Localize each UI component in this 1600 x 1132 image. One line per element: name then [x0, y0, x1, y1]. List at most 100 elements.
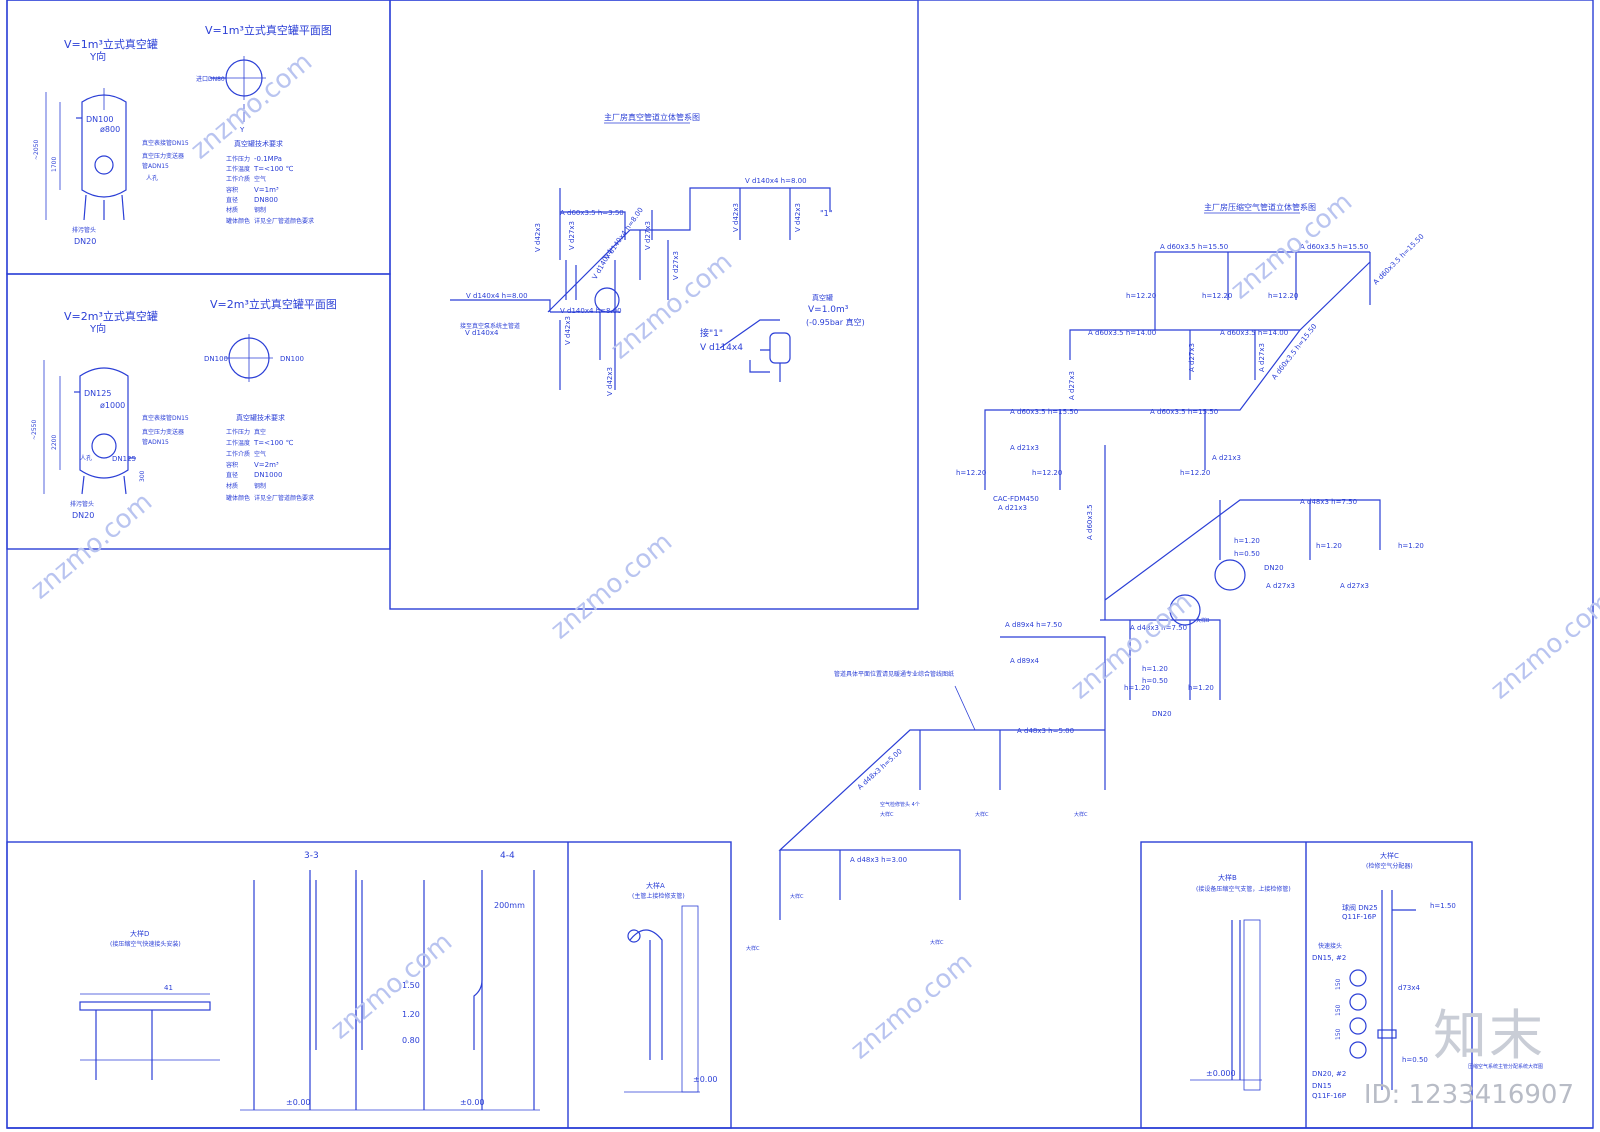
vacuum-branch: V d114x4: [700, 343, 743, 353]
vacuum-label-9: V d27x3: [644, 221, 652, 250]
vacuum-label-8: V d27x3: [568, 221, 576, 250]
tank1-n-press: 真空压力变送器: [142, 152, 184, 160]
tank2-vessel: [43, 360, 136, 495]
detail-d-sub: (接压缩空气快速接头安装): [110, 940, 181, 948]
watermark-5: znzmo.com: [845, 947, 978, 1065]
air-label-22: A d27x3: [1266, 582, 1295, 590]
air-label-10: A d48x3 h=7.50: [1130, 624, 1187, 632]
tank2-nozzle-side: DN125: [112, 455, 136, 463]
tank1-tech-6-k: 罐体颜色: [226, 217, 250, 225]
tank1-tech-6-v: 详见全厂管道颜色要求: [254, 217, 314, 225]
detail-c-dim-1: 150: [1335, 1004, 1342, 1016]
vacuum-connect: 接"1": [700, 327, 723, 339]
tank2-tech-1-k: 工作温度: [226, 439, 250, 447]
tank2-dim-body: 2200: [51, 435, 58, 450]
air-ref-2: 大样C: [1074, 811, 1088, 818]
tank2-dim-leg: 300: [139, 470, 146, 482]
tank2-tech-6-k: 罐体颜色: [226, 494, 250, 502]
tank1-tech-2-v: 空气: [254, 175, 266, 183]
tank2-tech-6-v: 详见全厂管道颜色要求: [254, 494, 314, 502]
tank1-tech-0-k: 工作压力: [226, 155, 250, 163]
air-h-9: h=1.20: [1398, 542, 1424, 550]
detail-d-title: 大样D: [130, 929, 149, 938]
air-label-9: A d89x4 h=7.50: [1005, 621, 1062, 629]
tank2-elev-title: V=2m³立式真空罐: [64, 309, 158, 323]
detail-c-item-8: h=1.50: [1430, 902, 1456, 910]
tank1-tech-5-k: 材质: [226, 206, 238, 214]
air-h-5: h=12.20: [1180, 469, 1210, 477]
tank1-tech-table: 工作压力 -0.1MPa 工作温度 T=<100 ℃ 工作介质 空气 容积 V=…: [226, 155, 314, 225]
detail-b-sub: (接设备压缩空气支管，上接检修管): [1196, 885, 1291, 893]
details-left-frame: [6, 841, 732, 1129]
air-h-13: h=1.20: [1124, 684, 1150, 692]
air-label-4: A d60x3.5 h=14.00: [1220, 329, 1288, 337]
detail-b-title: 大样B: [1218, 873, 1237, 882]
section-drawings: [240, 870, 540, 1111]
air-label-12: A d48x3 h=5.00: [856, 747, 904, 791]
section-44: 4-4: [500, 851, 515, 861]
tank1-tech-5-v: 钢制: [254, 206, 266, 214]
tank2-manhole: [91, 433, 117, 459]
vacuum-piping: [450, 187, 831, 390]
air-h-8: h=1.20: [1316, 542, 1342, 550]
tank1-panel: V=1m³立式真空罐 Y向 DN100 ø800 真空表接管DN15 真空压力变…: [6, 0, 391, 275]
vacuum-label-6: V d42x3: [534, 223, 542, 252]
tank1-tech-3-v: V=1m³: [254, 186, 279, 194]
tank2-tech-2-k: 工作介质: [226, 450, 250, 458]
detail-c-item-5: DN20, #2: [1312, 1070, 1346, 1078]
detail-a-sub: (主管上接检修支管): [632, 892, 685, 900]
detail-c-drawing: [1349, 890, 1416, 1090]
vacuum-label-4: V d140x4: [465, 329, 499, 337]
tank2-tech-table: 工作压力 真空 工作温度 T=<100 ℃ 工作介质 空气 容积 V=2m³ 直…: [226, 428, 314, 502]
vacuum-label-3: A d60x3.5 h=3.50: [560, 209, 624, 217]
section-33: 3-3: [304, 851, 319, 861]
air-h-2: h=12.20: [1268, 292, 1298, 300]
detail-c-dim-0: 150: [1335, 978, 1342, 990]
detail-c-item-0: 球阀 DN25: [1342, 903, 1378, 912]
air-label-11: A d48x3 h=5.00: [1017, 727, 1074, 735]
tank2-tech-1-v: T=<100 ℃: [253, 439, 294, 447]
detail-a-wall: [681, 905, 699, 1093]
tank2-n-press2: 管ADN15: [142, 438, 169, 446]
detail-c-item-3: DN15, #2: [1312, 954, 1346, 962]
air-label-18: A d27x3: [1258, 343, 1266, 372]
air-h-12: h=1.20: [1188, 684, 1214, 692]
detail-d-dim: 41: [164, 984, 173, 992]
vacuum-label-0: V d140x4 h=8.00: [745, 177, 807, 185]
vacuum-tank-press: (-0.95bar 真空): [806, 317, 865, 327]
watermark-3: znzmo.com: [545, 527, 678, 645]
air-piping: [778, 251, 1381, 920]
air-label-6: A d60x3.5 h=15.50: [1010, 408, 1078, 416]
air-h-7: h=0.50: [1234, 550, 1260, 558]
tank1-nozzle-top: DN100: [86, 115, 113, 124]
air-label-7: A d60x3.5 h=15.50: [1150, 408, 1218, 416]
air-label-17: A d27x3: [1188, 343, 1196, 372]
tank1-plan-nozzle: 进口DN80: [196, 75, 225, 83]
brand-logo: 知末: [1414, 991, 1564, 1070]
tank2-drain: 排污管头: [70, 500, 94, 508]
tank1-elev-sub: Y向: [89, 50, 106, 63]
air-h-4: h=12.20: [1032, 469, 1062, 477]
tank2-tech-4-k: 直径: [226, 471, 238, 479]
detail-a-drawing: [624, 905, 700, 1093]
vacuum-mark: "1": [820, 209, 832, 218]
details-panel-left: 大样D (接压缩空气快速接头安装) 41 3-3 4-4 1.50 1.20 0: [6, 841, 732, 1129]
tank1-tech-4-v: DN800: [254, 196, 278, 204]
air-note-main: 管道具体平面位置请见暖通专业综合管线图纸: [834, 670, 954, 678]
vacuum-tank-name: 真空罐: [812, 293, 833, 302]
tank1-tech-title: 真空罐技术要求: [234, 139, 283, 148]
brand-mark: 知末: [1433, 1004, 1545, 1067]
air-h-10: h=0.50: [1142, 677, 1168, 685]
air-label-15: A d21x3: [1212, 454, 1241, 462]
detail-b-wall: [1243, 919, 1261, 1091]
detail-c-item-1: Q11F-16P: [1342, 913, 1376, 921]
tank2-tech-4-v: DN1000: [254, 471, 282, 479]
brand-id: ID: 1233416907: [1363, 1080, 1574, 1110]
tank1-tech-3-k: 容积: [226, 186, 238, 194]
air-label-0: A d60x3.5 h=15.50: [1160, 243, 1228, 251]
level-2: 0.80: [402, 1036, 420, 1045]
tank1-manhole-label: 人孔: [146, 174, 158, 182]
tank2-tech-2-v: 空气: [254, 450, 266, 458]
tank1-tech-1-v: T=<100 ℃: [253, 165, 294, 173]
